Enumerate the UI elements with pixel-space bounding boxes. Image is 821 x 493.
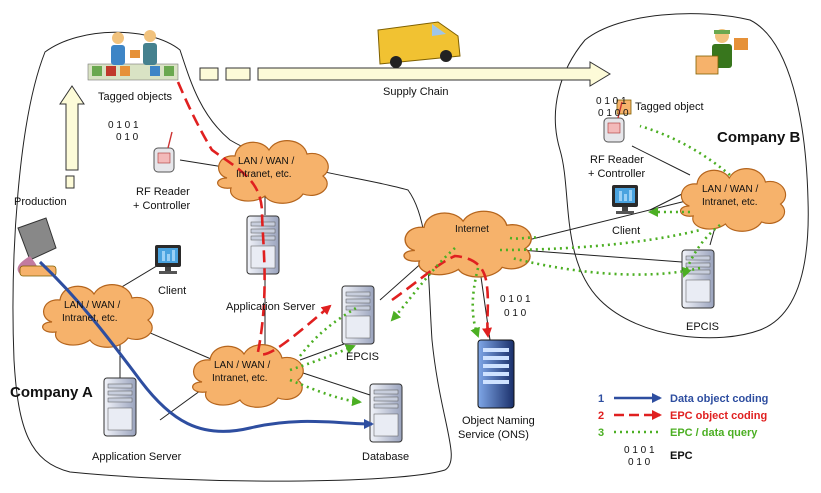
cloud-bottom-line2: Intranet, etc. (212, 373, 268, 384)
label-epcis-a: EPCIS (346, 351, 379, 363)
supply-chain-arrow (199, 61, 611, 87)
tagged-objects-illustration (87, 30, 179, 81)
label-rf-reader-a-line2: + Controller (133, 200, 191, 212)
label-tagged-objects: Tagged objects (98, 91, 172, 103)
rf-reader-a-icon (153, 131, 175, 173)
legend: 1 Data object coding 2 EPC object coding… (598, 393, 768, 468)
label-tagged-object: Tagged object (635, 101, 704, 113)
legend-bits-row2: 0 1 0 (628, 457, 651, 468)
legend-text-3: EPC / data query (670, 427, 758, 439)
ons-server-icon (477, 339, 515, 409)
production-arrow (59, 85, 85, 189)
client-b-icon (612, 185, 638, 214)
cloud-left-line2: Intranet, etc. (62, 313, 118, 324)
client-a-icon (155, 245, 181, 274)
cloud-internet (403, 210, 532, 278)
epc-bits-ons-row2: 0 1 0 (504, 308, 527, 319)
label-production: Production (14, 196, 67, 208)
legend-text-1: Data object coding (670, 393, 768, 405)
epc-bits-b-row2: 0 1 0 0 (598, 108, 629, 119)
label-internet: Internet (455, 224, 489, 235)
cloud-bottom-line1: LAN / WAN / (214, 360, 271, 371)
cloud-top-line1: LAN / WAN / (238, 156, 295, 167)
label-client-b: Client (612, 225, 640, 237)
delivery-truck-icon (377, 21, 461, 68)
epc-bits-a-row2: 0 1 0 (116, 132, 139, 143)
company-b-boundary (554, 13, 809, 339)
legend-num-3: 3 (598, 427, 604, 439)
cloud-b-line2: Intranet, etc. (702, 197, 758, 208)
label-rf-reader-a-line1: RF Reader (136, 186, 190, 198)
epc-bits-a-row1: 0 1 0 1 (108, 120, 139, 131)
company-a-boundary (12, 31, 452, 482)
epc-bits-ons-row1: 0 1 0 1 (500, 294, 531, 305)
epc-object-coding-paths (176, 81, 492, 356)
label-ons-line1: Object Naming (462, 415, 535, 427)
legend-text-2: EPC object coding (670, 410, 767, 422)
paint-bucket-icon (17, 217, 57, 277)
epcis-b-server-icon (681, 249, 715, 309)
label-epcis-b: EPCIS (686, 321, 719, 333)
data-object-coding-path (38, 260, 374, 433)
label-rf-reader-b-line2: + Controller (588, 168, 646, 180)
cloud-top-line2: Intranet, etc. (236, 169, 292, 180)
label-company-b: Company B (717, 129, 801, 146)
epc-data-query-paths (289, 124, 731, 407)
epc-bits-b-row1: 0 1 0 1 (596, 96, 627, 107)
legend-bits-row1: 0 1 0 1 (624, 445, 655, 456)
cloud-left-line1: LAN / WAN / (64, 300, 121, 311)
label-rf-reader-b-line1: RF Reader (590, 154, 644, 166)
label-application-server-bottom: Application Server (92, 451, 182, 463)
label-application-server-mid: Application Server (226, 301, 316, 313)
legend-num-2: 2 (598, 410, 604, 422)
application-server-bottom-icon (103, 377, 137, 437)
epcis-a-server-icon (341, 285, 375, 345)
worker-illustration (695, 29, 748, 75)
legend-text-epc: EPC (670, 450, 693, 462)
legend-num-1: 1 (598, 393, 604, 405)
label-company-a: Company A (10, 384, 93, 401)
database-server-icon (369, 383, 403, 443)
label-ons-line2: Service (ONS) (458, 429, 529, 441)
label-supply-chain: Supply Chain (383, 86, 448, 98)
label-client-a: Client (158, 285, 186, 297)
cloud-b-line1: LAN / WAN / (702, 184, 759, 195)
label-database: Database (362, 451, 409, 463)
